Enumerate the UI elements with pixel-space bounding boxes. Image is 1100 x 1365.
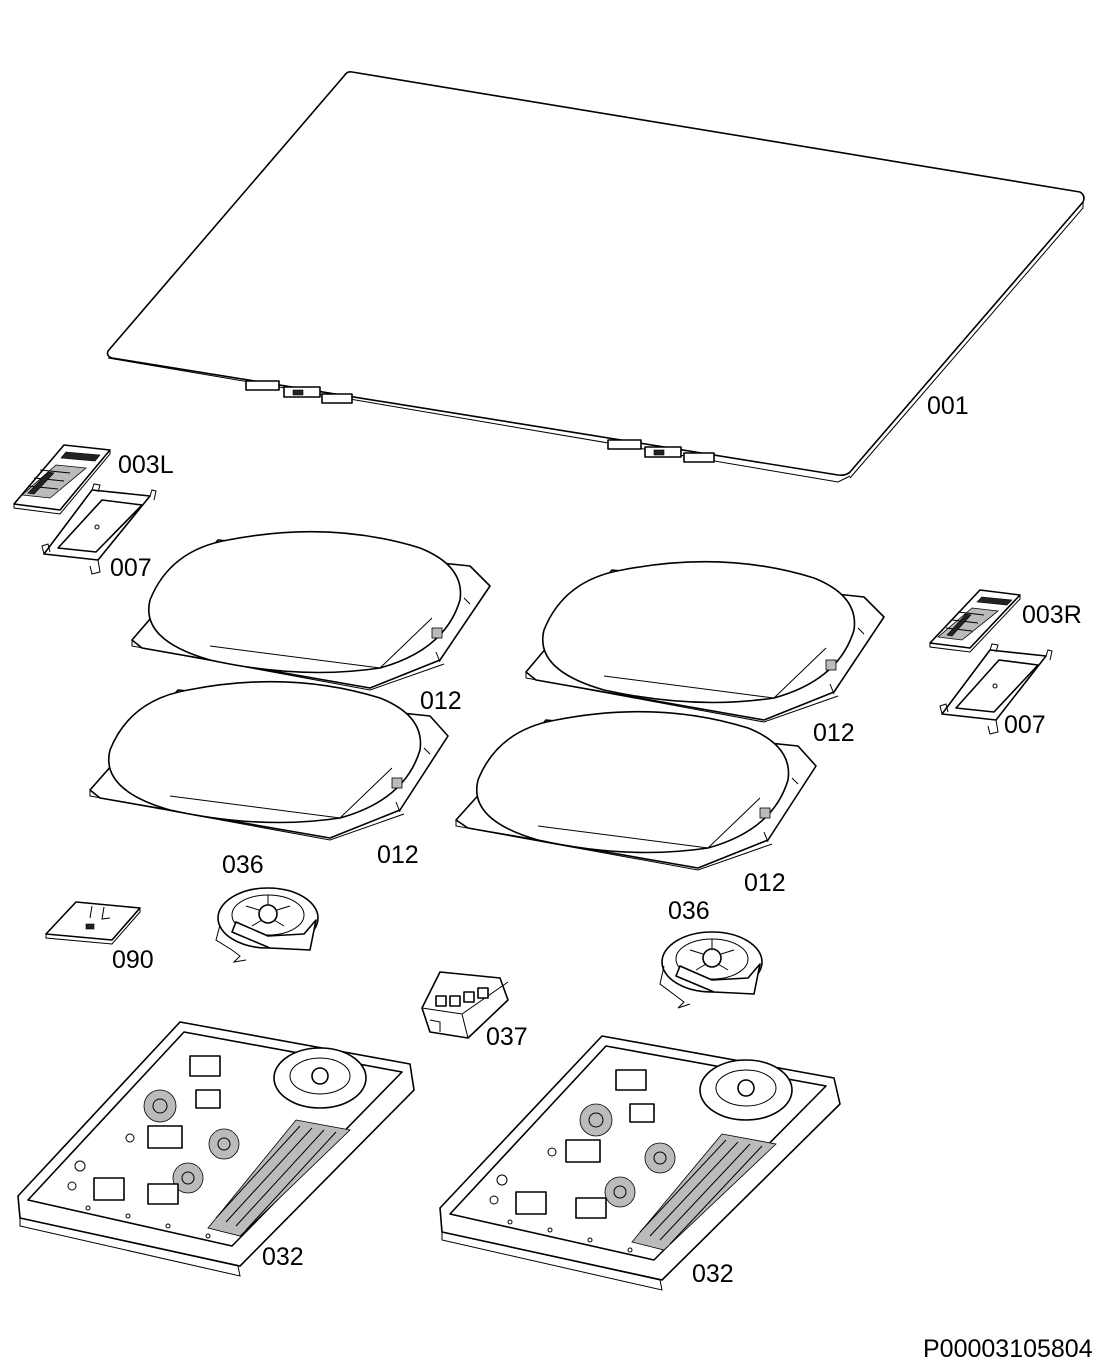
coil-top-right-part	[525, 560, 885, 723]
label-glass-top: 001	[927, 392, 969, 420]
label-terminal-block: 037	[486, 1023, 528, 1051]
cover-plate-part	[45, 901, 141, 945]
coil-bottom-left-part	[89, 680, 449, 841]
label-fan-right: 036	[668, 897, 710, 925]
label-coil-top-left: 012	[420, 687, 462, 715]
label-coil-top-right: 012	[813, 719, 855, 747]
label-coil-bottom-left: 012	[377, 841, 419, 869]
terminal-block-part	[421, 971, 509, 1039]
label-bracket-left: 007	[110, 554, 152, 582]
document-id: P00003105804	[923, 1335, 1093, 1363]
control-board-right-part	[929, 589, 1021, 653]
power-module-left-part	[17, 1021, 415, 1277]
power-module-right-part	[439, 1035, 841, 1291]
bracket-right-part	[939, 643, 1053, 735]
label-power-module-right: 032	[692, 1260, 734, 1288]
coil-top-left-part	[131, 530, 491, 691]
coil-bottom-right-part	[455, 710, 817, 871]
label-cover-plate: 090	[112, 946, 154, 974]
bracket-left-part	[41, 483, 157, 575]
glass-top-part	[106, 71, 1085, 483]
label-coil-bottom-right: 012	[744, 869, 786, 897]
label-power-module-left: 032	[262, 1243, 304, 1271]
label-bracket-right: 007	[1004, 711, 1046, 739]
fan-left-part	[215, 887, 319, 963]
label-control-board-right: 003R	[1022, 601, 1082, 629]
label-fan-left: 036	[222, 851, 264, 879]
control-board-left-part	[13, 444, 111, 515]
label-control-board-left: 003L	[118, 451, 174, 479]
fan-right-part	[659, 931, 763, 1009]
